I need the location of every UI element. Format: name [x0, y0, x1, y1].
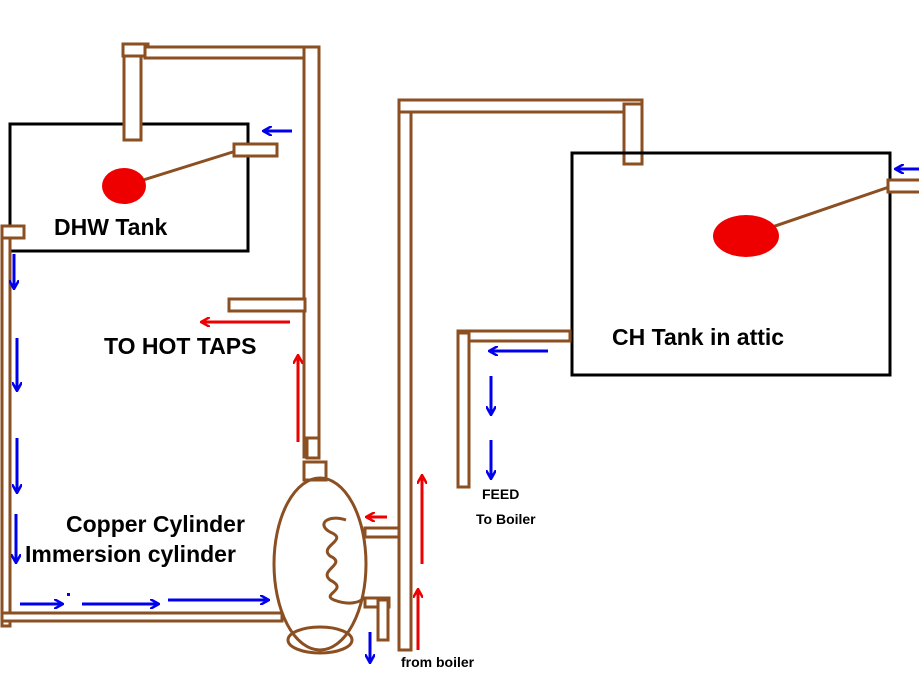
to-hot-taps-label: TO HOT TAPS — [104, 333, 257, 359]
cold-flow-arrows — [14, 131, 919, 662]
feed-pipe — [456, 329, 572, 489]
ch-inlet-valve — [886, 178, 919, 194]
dhw-inlet-valve — [232, 142, 279, 158]
to-boiler-label: To Boiler — [476, 511, 536, 527]
from-boiler-label: from boiler — [401, 654, 475, 670]
ch-vent-pipe — [397, 98, 644, 652]
ch-tank-label: CH Tank in attic — [612, 324, 784, 350]
dhw-float-ball — [102, 168, 146, 204]
ch-tank — [570, 151, 892, 377]
cylinder-base — [286, 625, 354, 655]
heating-coil — [322, 516, 366, 605]
dhw-tank-label: DHW Tank — [54, 214, 168, 240]
flow-dot — [67, 593, 70, 596]
feed-label: FEED — [482, 486, 519, 502]
cold-feed-pipe — [0, 224, 284, 628]
copper-cylinder — [272, 476, 368, 652]
ch-float-ball — [713, 215, 779, 257]
hot-flow-arrows — [202, 322, 422, 650]
hot-outlet-pipe — [227, 297, 328, 482]
copper-cylinder-label: Copper Cylinder — [66, 511, 245, 537]
immersion-cylinder-label: Immersion cylinder — [25, 541, 236, 567]
